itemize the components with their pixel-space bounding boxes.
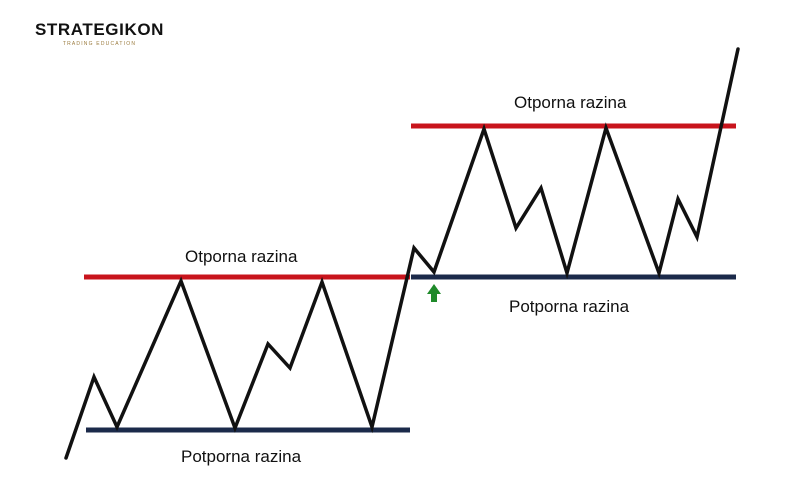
brand-logo: STRATEGIKON TRADING EDUCATION (27, 20, 172, 48)
left-support-label: Potporna razina (181, 447, 302, 466)
right-resistance-label: Otporna razina (514, 93, 627, 112)
arrow-up-icon (427, 284, 441, 302)
left-resistance-label: Otporna razina (185, 247, 298, 266)
brand-tagline: TRADING EDUCATION (62, 41, 137, 47)
right-support-label: Potporna razina (509, 297, 630, 316)
price-path (64, 47, 740, 460)
brand-name: STRATEGIKON (34, 20, 165, 39)
